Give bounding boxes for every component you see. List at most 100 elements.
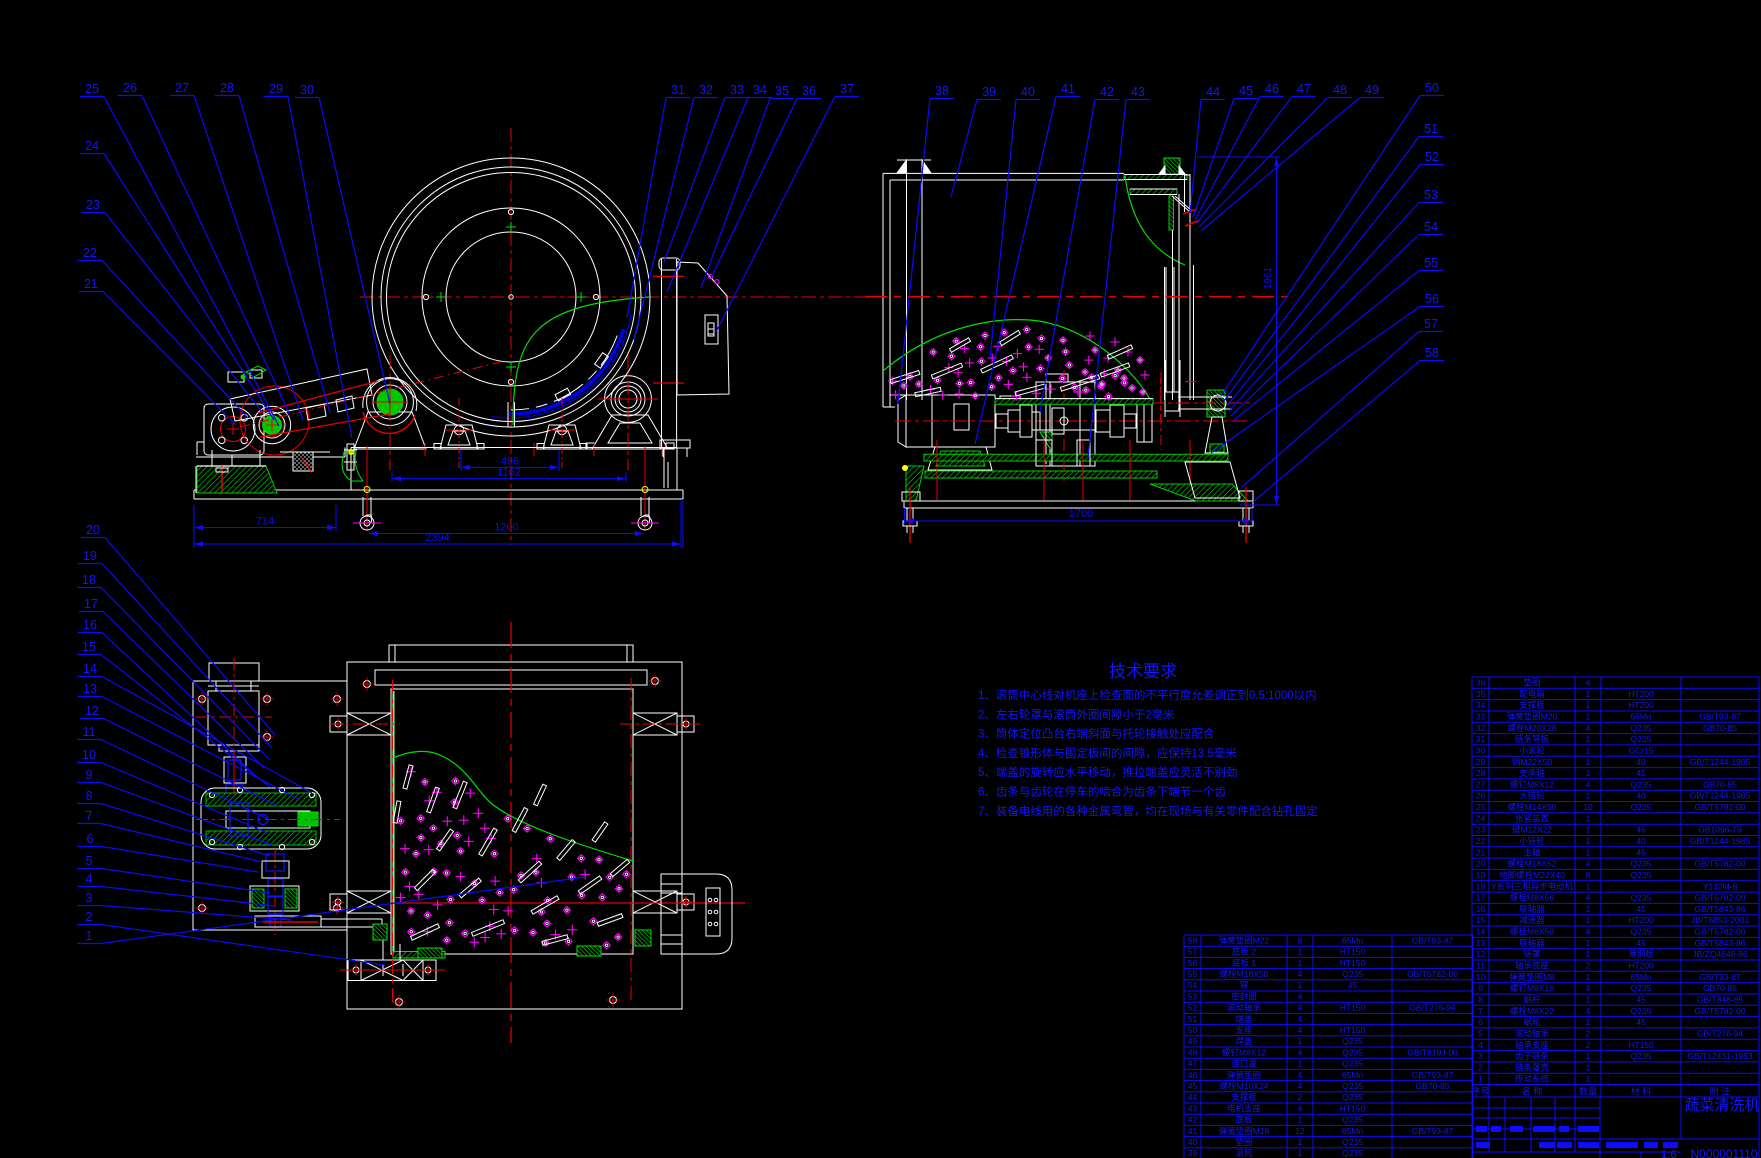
svg-text:Q235: Q235 — [1631, 859, 1652, 869]
svg-text:32: 32 — [1476, 723, 1486, 733]
svg-text:螺栓M14X50: 螺栓M14X50 — [1508, 802, 1557, 812]
svg-text:Q235: Q235 — [1631, 870, 1652, 880]
svg-text:1: 1 — [86, 929, 93, 943]
svg-text:垫圈: 垫圈 — [1523, 678, 1540, 688]
svg-text:8: 8 — [1298, 935, 1303, 945]
svg-text:蜗轮: 蜗轮 — [1523, 1017, 1541, 1027]
svg-text:螺钉M8X12: 螺钉M8X12 — [1510, 779, 1554, 789]
svg-text:56: 56 — [1188, 958, 1198, 968]
svg-text:1、滚筒中心线对机座上检查面的不平行度允差调正到0.5:10: 1、滚筒中心线对机座上检查面的不平行度允差调正到0.5:1000以内 — [978, 688, 1317, 702]
svg-text:蜗杆: 蜗杆 — [1523, 995, 1541, 1005]
svg-text:65Mn: 65Mn — [1342, 1070, 1364, 1080]
svg-text:28: 28 — [1476, 768, 1486, 778]
svg-text:4: 4 — [1298, 1003, 1303, 1013]
svg-text:联轴器: 联轴器 — [1519, 938, 1545, 948]
svg-text:3: 3 — [1478, 1051, 1483, 1061]
svg-text:HT200: HT200 — [1628, 689, 1654, 699]
svg-text:4、检查锥形体与固定板间的间隙，应保持13.5毫米: 4、检查锥形体与固定板间的间隙，应保持13.5毫米 — [978, 746, 1237, 760]
svg-text:35: 35 — [1476, 689, 1486, 699]
svg-text:螺栓M20X28: 螺栓M20X28 — [1508, 723, 1557, 733]
svg-text:12: 12 — [85, 704, 99, 718]
svg-text:1:6: 1:6 — [1661, 1149, 1676, 1158]
svg-text:18: 18 — [1476, 881, 1486, 891]
svg-text:34: 34 — [1476, 700, 1486, 710]
svg-text:22: 22 — [1476, 836, 1486, 846]
svg-text:材 料: 材 料 — [1631, 1086, 1652, 1097]
svg-text:54: 54 — [1188, 980, 1198, 990]
svg-text:弹簧垫圈M22: 弹簧垫圈M22 — [1219, 935, 1270, 945]
svg-text:1: 1 — [1586, 949, 1591, 959]
svg-text:16: 16 — [83, 618, 97, 632]
svg-text:16: 16 — [1476, 904, 1486, 914]
svg-text:10: 10 — [1476, 972, 1486, 982]
svg-text:1: 1 — [1298, 947, 1303, 957]
svg-text:N000001110: N000001110 — [1691, 1147, 1758, 1158]
svg-text:4: 4 — [1586, 779, 1591, 789]
svg-text:4: 4 — [1298, 1103, 1303, 1113]
svg-text:序号: 序号 — [1471, 1086, 1489, 1097]
svg-text:45: 45 — [1636, 825, 1646, 835]
svg-text:GB70-85: GB70-85 — [1703, 723, 1737, 733]
svg-text:1162: 1162 — [497, 467, 521, 479]
svg-text:4: 4 — [1298, 991, 1303, 1001]
svg-text:26: 26 — [1476, 791, 1486, 801]
svg-text:弹簧垫圈M8: 弹簧垫圈M8 — [1509, 972, 1555, 982]
svg-text:GB/T848-85: GB/T848-85 — [1697, 995, 1744, 1005]
svg-text:2: 2 — [1586, 1040, 1591, 1050]
svg-text:4: 4 — [1586, 983, 1591, 993]
svg-text:15: 15 — [1476, 915, 1486, 925]
svg-text:11: 11 — [1476, 961, 1485, 971]
svg-text:45: 45 — [1348, 980, 1358, 990]
svg-text:电机支座: 电机支座 — [1227, 1103, 1262, 1113]
svg-text:GB/T5782-00: GB/T5782-00 — [1694, 859, 1745, 869]
svg-text:1: 1 — [1298, 958, 1303, 968]
svg-text:Q235: Q235 — [1631, 779, 1652, 789]
svg-text:HT150: HT150 — [1340, 1103, 1366, 1113]
svg-text:Q235: Q235 — [1342, 1148, 1363, 1158]
svg-text:1: 1 — [1586, 689, 1591, 699]
svg-text:Y132M-8: Y132M-8 — [1703, 881, 1738, 891]
svg-text:4: 4 — [1586, 1006, 1591, 1016]
svg-text:4: 4 — [1298, 969, 1303, 979]
svg-text:1: 1 — [1586, 915, 1591, 925]
svg-text:4: 4 — [1586, 859, 1591, 869]
svg-text:螺钉M8X16: 螺钉M8X16 — [1510, 983, 1554, 993]
svg-text:52: 52 — [1188, 1003, 1198, 1013]
svg-text:44: 44 — [1188, 1092, 1198, 1102]
svg-text:24: 24 — [85, 139, 99, 153]
svg-text:1: 1 — [1586, 768, 1591, 778]
svg-text:43: 43 — [1188, 1103, 1198, 1113]
svg-text:47: 47 — [1188, 1059, 1198, 1069]
svg-text:螺栓M8X56: 螺栓M8X56 — [1510, 893, 1554, 903]
svg-text:50: 50 — [1425, 81, 1439, 95]
svg-text:4: 4 — [1298, 1025, 1303, 1035]
svg-text:57: 57 — [1424, 317, 1438, 331]
svg-text:15: 15 — [82, 640, 96, 654]
svg-text:1: 1 — [1586, 847, 1591, 857]
svg-text:弹簧垫圈: 弹簧垫圈 — [1227, 1070, 1261, 1080]
svg-text:48: 48 — [1333, 83, 1347, 97]
svg-text:29: 29 — [269, 82, 283, 96]
svg-text:薄钢板: 薄钢板 — [1628, 949, 1654, 959]
svg-text:5、端盖的旋转应水平移动，推拉端盖应灵活不别劲: 5、端盖的旋转应水平移动，推拉端盖应灵活不别劲 — [978, 765, 1237, 779]
svg-text:HT150: HT150 — [1340, 947, 1366, 957]
svg-text:GB/T5843-86: GB/T5843-86 — [1694, 904, 1745, 914]
svg-text:Q235: Q235 — [1631, 734, 1652, 744]
svg-text:滚动轴承: 滚动轴承 — [1227, 1003, 1262, 1013]
svg-text:蔬菜清洗机: 蔬菜清洗机 — [1684, 1097, 1759, 1114]
svg-text:1: 1 — [1586, 995, 1591, 1005]
svg-text:8: 8 — [86, 789, 93, 803]
svg-text:HT150: HT150 — [1340, 1003, 1366, 1013]
svg-text:键M12X22: 键M12X22 — [1512, 825, 1552, 835]
svg-text:45: 45 — [1636, 847, 1646, 857]
svg-text:GCr15: GCr15 — [1628, 745, 1653, 755]
svg-text:1961: 1961 — [1263, 266, 1274, 289]
svg-text:49: 49 — [1365, 83, 1379, 97]
svg-text:7: 7 — [1478, 1006, 1483, 1016]
svg-text:螺钉M8X12: 螺钉M8X12 — [1222, 1047, 1266, 1057]
svg-text:34: 34 — [753, 83, 767, 97]
svg-text:5: 5 — [86, 854, 93, 868]
svg-text:Y系列三相异步电动机: Y系列三相异步电动机 — [1491, 881, 1574, 891]
svg-text:GB/T93-87: GB/T93-87 — [1412, 1070, 1454, 1080]
svg-text:40: 40 — [1636, 791, 1646, 801]
